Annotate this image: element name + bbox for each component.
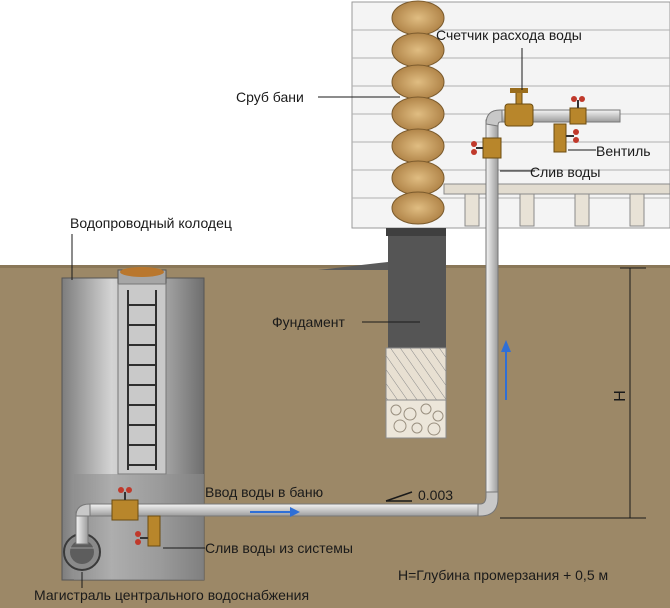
label-slope: 0.003 — [418, 487, 453, 503]
leader-lines — [71, 48, 596, 588]
foundation — [318, 228, 447, 439]
label-well: Водопроводный колодец — [70, 215, 232, 231]
slope-indicator — [385, 491, 413, 502]
vertical-riser-pipe — [485, 119, 499, 493]
label-water-meter: Счетчик расхода воды — [436, 27, 582, 43]
label-drain: Слив воды — [530, 164, 600, 180]
flow-arrow-horizontal — [250, 507, 300, 517]
ground-surface-line — [0, 265, 670, 268]
inlet-pipe — [89, 503, 481, 517]
label-log-house: Сруб бани — [236, 89, 304, 105]
well-valve — [111, 487, 139, 521]
flow-arrow-vertical — [501, 340, 511, 400]
log-column — [391, 0, 445, 225]
riser-in-well — [75, 511, 89, 545]
label-inlet: Ввод воды в баню — [205, 484, 323, 500]
main-line-pipe — [63, 533, 101, 571]
label-system-drain: Слив воды из системы — [205, 540, 353, 556]
drain-valve-house — [553, 123, 579, 153]
label-valve: Вентиль — [596, 143, 651, 159]
floor-structure — [443, 183, 670, 227]
label-depth-note: H=Глубина промерзания + 0,5 м — [398, 567, 608, 583]
water-meter — [504, 88, 534, 127]
label-main-line: Магистраль центрального водоснабжения — [34, 587, 309, 603]
depth-dimension — [500, 267, 646, 519]
valve-right — [569, 96, 587, 125]
system-drain-valve — [135, 515, 161, 547]
label-foundation: Фундамент — [272, 314, 345, 330]
valve-riser — [471, 137, 502, 159]
label-depth-mark: H — [612, 390, 629, 402]
